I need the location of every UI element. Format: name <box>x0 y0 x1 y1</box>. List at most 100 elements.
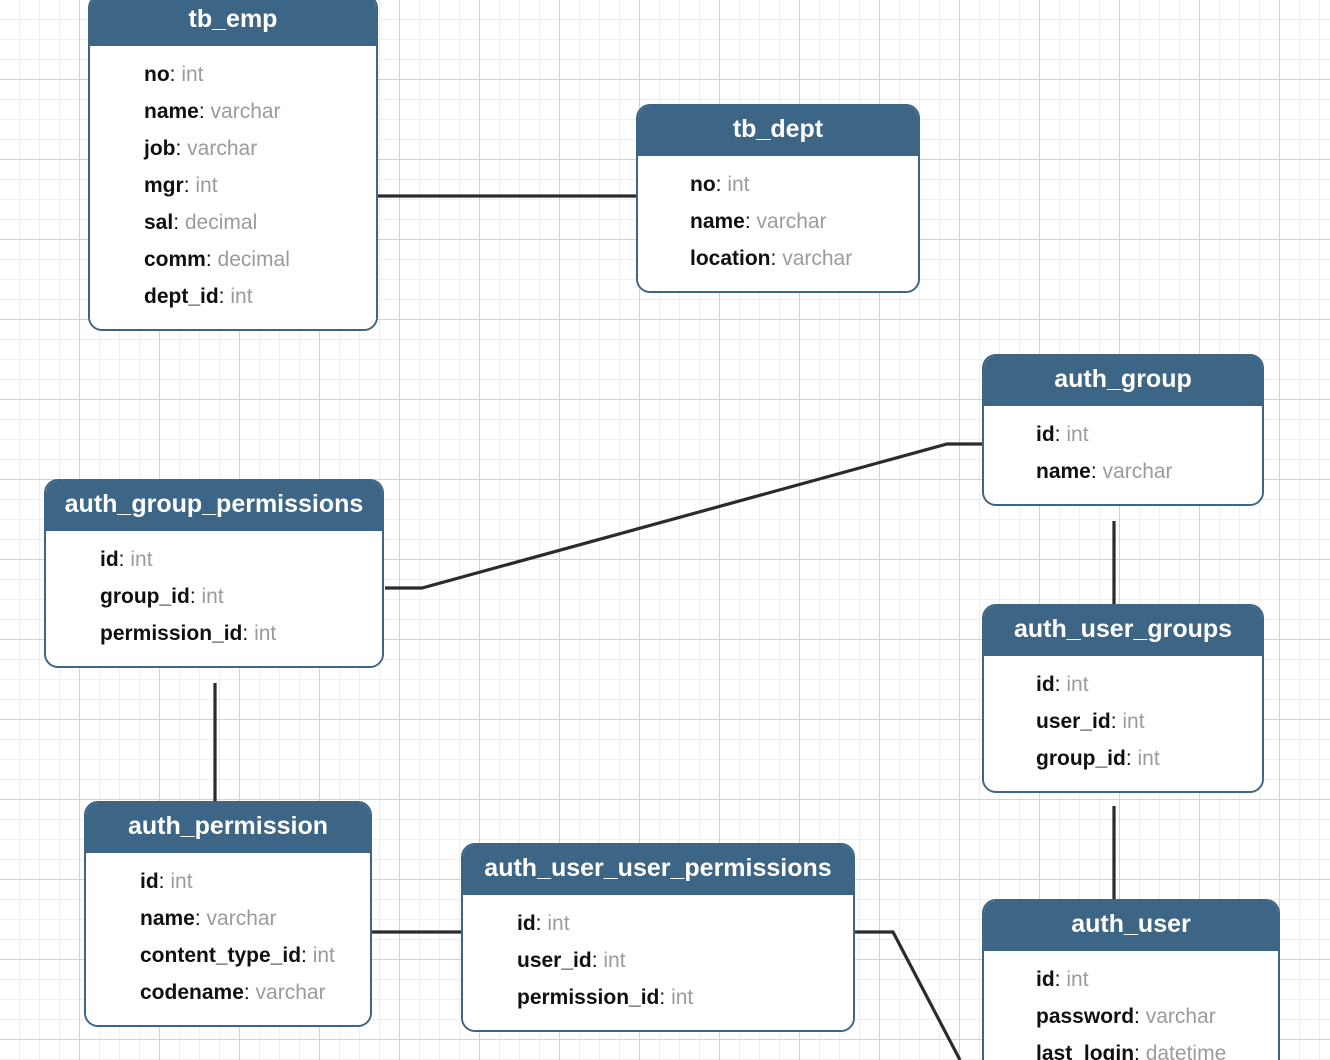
field-type: int <box>603 948 626 972</box>
entity-fields-tb_dept: no: int name: varchar location: varchar <box>638 155 918 291</box>
entity-auth_user_user_permissions[interactable]: auth_user_user_permissions id: int user_… <box>461 843 855 1032</box>
entity-fields-auth_permission: id: int name: varchar content_type_id: i… <box>86 852 370 1025</box>
field-name: group_id <box>1036 746 1126 770</box>
field-separator: : <box>1054 967 1067 991</box>
entity-fields-auth_user_user_permissions: id: int user_id: int permission_id: int <box>463 894 853 1030</box>
field-name: id <box>1036 967 1055 991</box>
field-type: int <box>312 943 335 967</box>
field-type: int <box>1066 422 1089 446</box>
field-type: int <box>1137 746 1160 770</box>
field-separator: : <box>118 547 131 571</box>
entity-fields-auth_group: id: int name: varchar <box>984 405 1262 504</box>
field-name: last_login <box>1036 1041 1135 1060</box>
field-name: content_type_id <box>140 943 302 967</box>
field-name: id <box>1036 422 1055 446</box>
entity-auth_user_groups[interactable]: auth_user_groups id: int user_id: int gr… <box>982 604 1264 793</box>
field-separator: : <box>194 906 207 930</box>
entity-auth_group[interactable]: auth_group id: int name: varchar <box>982 354 1264 506</box>
field-separator: : <box>715 172 728 196</box>
field-row: dept_id: int <box>90 278 376 315</box>
field-name: job <box>144 136 176 160</box>
field-type: varchar <box>1145 1004 1216 1028</box>
field-name: comm <box>144 247 206 271</box>
field-row: name: varchar <box>638 203 918 240</box>
field-type: varchar <box>1102 459 1173 483</box>
entity-title-auth_permission: auth_permission <box>86 803 370 853</box>
field-type: varchar <box>206 906 277 930</box>
field-row: codename: varchar <box>86 974 370 1011</box>
entity-tb_emp[interactable]: tb_emp no: int name: varchar job: varcha… <box>88 0 378 331</box>
entity-fields-auth_user: id: int password: varchar last_login: da… <box>984 950 1278 1060</box>
field-type: int <box>1066 967 1089 991</box>
field-name: no <box>144 62 170 86</box>
field-type: int <box>170 869 193 893</box>
field-row: no: int <box>90 56 376 93</box>
field-separator: : <box>158 869 171 893</box>
field-separator: : <box>218 284 231 308</box>
field-separator: : <box>175 136 188 160</box>
field-row: comm: decimal <box>90 241 376 278</box>
entity-tb_dept[interactable]: tb_dept no: int name: varchar location: … <box>636 104 920 293</box>
field-row: password: varchar <box>984 998 1278 1035</box>
field-row: group_id: int <box>46 578 382 615</box>
field-row: name: varchar <box>86 900 370 937</box>
field-row: id: int <box>984 961 1278 998</box>
field-row: location: varchar <box>638 240 918 277</box>
field-name: mgr <box>144 173 184 197</box>
field-separator: : <box>189 584 202 608</box>
field-separator: : <box>243 980 256 1004</box>
field-name: group_id <box>100 584 190 608</box>
field-type: decimal <box>217 247 290 271</box>
field-separator: : <box>591 948 604 972</box>
field-separator: : <box>1134 1041 1146 1060</box>
field-row: id: int <box>984 666 1262 703</box>
field-row: sal: decimal <box>90 204 376 241</box>
field-row: id: int <box>463 905 853 942</box>
field-name: id <box>100 547 119 571</box>
entity-fields-tb_emp: no: int name: varchar job: varchar mgr: … <box>90 45 376 329</box>
field-row: id: int <box>984 416 1262 453</box>
field-type: int <box>547 911 570 935</box>
field-row: id: int <box>86 863 370 900</box>
field-name: name <box>144 99 199 123</box>
field-row: mgr: int <box>90 167 376 204</box>
field-separator: : <box>301 943 313 967</box>
field-name: user_id <box>1036 709 1111 733</box>
field-row: group_id: int <box>984 740 1262 777</box>
entity-fields-auth_group_permissions: id: int group_id: int permission_id: int <box>46 530 382 666</box>
field-type: int <box>130 547 153 571</box>
field-row: user_id: int <box>984 703 1262 740</box>
field-type: datetime <box>1145 1041 1227 1060</box>
field-name: dept_id <box>144 284 219 308</box>
field-name: password <box>1036 1004 1135 1028</box>
field-row: last_login: datetime <box>984 1035 1278 1060</box>
field-type: varchar <box>187 136 258 160</box>
entity-auth_permission[interactable]: auth_permission id: int name: varchar co… <box>84 801 372 1027</box>
field-name: id <box>517 911 536 935</box>
field-name: sal <box>144 210 174 234</box>
field-name: name <box>140 906 195 930</box>
entity-auth_user[interactable]: auth_user id: int password: varchar last… <box>982 899 1280 1060</box>
field-separator: : <box>205 247 218 271</box>
entity-title-auth_group_permissions: auth_group_permissions <box>46 481 382 531</box>
entity-title-auth_user_user_permissions: auth_user_user_permissions <box>463 845 853 895</box>
field-type: int <box>230 284 253 308</box>
field-row: content_type_id: int <box>86 937 370 974</box>
field-type: varchar <box>210 99 281 123</box>
field-separator: : <box>744 209 757 233</box>
field-row: permission_id: int <box>46 615 382 652</box>
field-name: location <box>690 246 771 270</box>
entity-auth_group_permissions[interactable]: auth_group_permissions id: int group_id:… <box>44 479 384 668</box>
field-row: id: int <box>46 541 382 578</box>
field-type: int <box>195 173 218 197</box>
field-separator: : <box>1090 459 1103 483</box>
field-row: permission_id: int <box>463 979 853 1016</box>
field-name: permission_id <box>100 621 243 645</box>
entity-fields-auth_user_groups: id: int user_id: int group_id: int <box>984 655 1262 791</box>
field-type: int <box>181 62 204 86</box>
field-separator: : <box>183 173 196 197</box>
field-type: varchar <box>255 980 326 1004</box>
field-row: name: varchar <box>984 453 1262 490</box>
field-separator: : <box>1134 1004 1146 1028</box>
